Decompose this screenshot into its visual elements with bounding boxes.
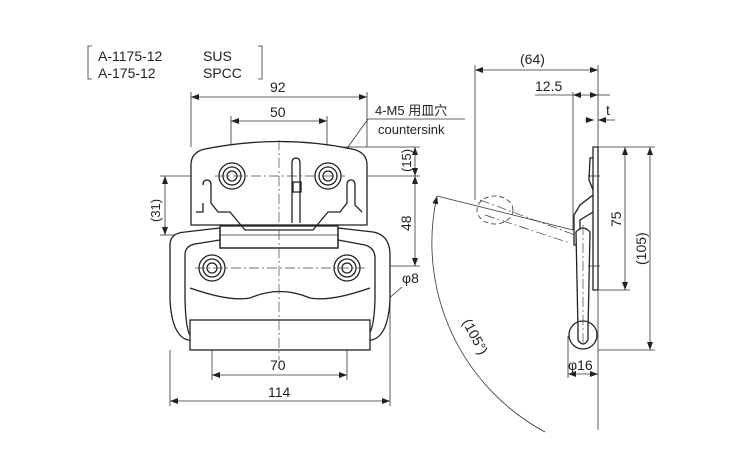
countersink-hole [218, 162, 246, 190]
dim-thickness: t [606, 102, 610, 118]
right-bracket [258, 45, 263, 80]
grip-bar [189, 319, 371, 351]
model-number-sus: A-1175-12 [98, 48, 163, 64]
dim-31: (31) [148, 199, 163, 222]
model-number-spcc: A-175-12 [98, 65, 156, 81]
dim-50: 50 [270, 104, 286, 120]
model-title: A-1175-12 SUS A-175-12 SPCC [87, 45, 263, 81]
dim-swing-angle: (105°) [459, 316, 491, 357]
dim-75: 75 [608, 211, 624, 227]
left-bracket [87, 45, 92, 80]
handle [169, 227, 391, 341]
front-view: 92 50 4-M5 用皿穴 countersink (15) 48 (31) … [148, 79, 465, 406]
dim-70: 70 [270, 357, 286, 373]
swing-arc [431, 195, 546, 433]
dim-48: 48 [398, 215, 414, 231]
hole-note-en: countersink [378, 122, 445, 137]
hole-note-jp: 4-M5 用皿穴 [375, 103, 447, 118]
dim-15: (15) [399, 149, 414, 172]
dim-114: 114 [268, 384, 291, 400]
dim-92: 92 [270, 79, 286, 95]
dim-wire-diameter: φ8 [402, 270, 419, 286]
dim-64: (64) [520, 51, 545, 67]
side-plate [592, 146, 599, 291]
side-view: (64) 12.5 t 75 (105) (105°) φ16 [431, 51, 655, 433]
material-spcc: SPCC [203, 65, 242, 81]
material-sus: SUS [203, 48, 232, 64]
dim-12-5: 12.5 [535, 78, 562, 94]
dim-grip-diameter: φ16 [568, 357, 593, 373]
dim-105: (105) [633, 232, 649, 265]
